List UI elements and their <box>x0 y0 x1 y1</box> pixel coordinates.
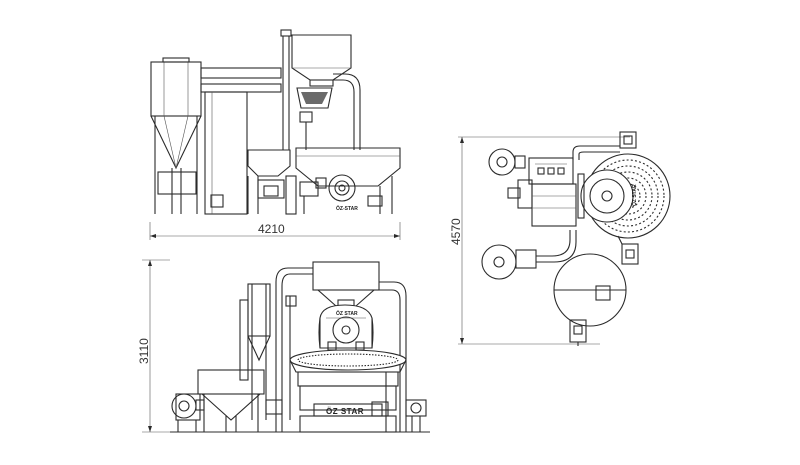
side-left-hopper <box>197 369 265 395</box>
plan-bracket-bottom <box>621 243 639 265</box>
collector-box <box>157 171 197 195</box>
cooling-tray <box>295 147 401 187</box>
dim-width-label: 4210 <box>258 222 285 236</box>
side-cooling-tray <box>289 349 407 371</box>
duct-top <box>200 67 282 79</box>
brand-plan-label: ÖZ STAR <box>631 184 638 206</box>
plan-fan-top <box>488 148 516 176</box>
front-elevation-view: ÖZ-STAR 4210 <box>149 29 401 240</box>
brand-front-label: ÖZ-STAR <box>336 205 358 212</box>
brand-side-drum-label: ÖZ STAR <box>336 310 358 317</box>
plan-control-panel <box>528 157 574 185</box>
motor-left <box>257 179 285 199</box>
left-bowl <box>247 149 291 177</box>
plan-fan-bottom <box>481 244 517 280</box>
drum-front <box>328 174 356 202</box>
cyclone-body <box>150 61 202 117</box>
chimney-duct <box>204 91 248 215</box>
dim-depth-label: 4570 <box>449 218 463 245</box>
side-elevation-view: 3110 ÖZ STAR ÖZ STAR <box>137 259 430 433</box>
plan-bracket-top <box>619 131 637 149</box>
dim-height-label: 3110 <box>137 338 151 364</box>
side-hopper <box>312 261 380 291</box>
plan-view: 4570 <box>449 131 671 346</box>
plan-drum-front <box>580 169 634 223</box>
green-bean-hopper <box>291 34 352 81</box>
brand-side-base-label: ÖZ STAR <box>326 407 364 416</box>
